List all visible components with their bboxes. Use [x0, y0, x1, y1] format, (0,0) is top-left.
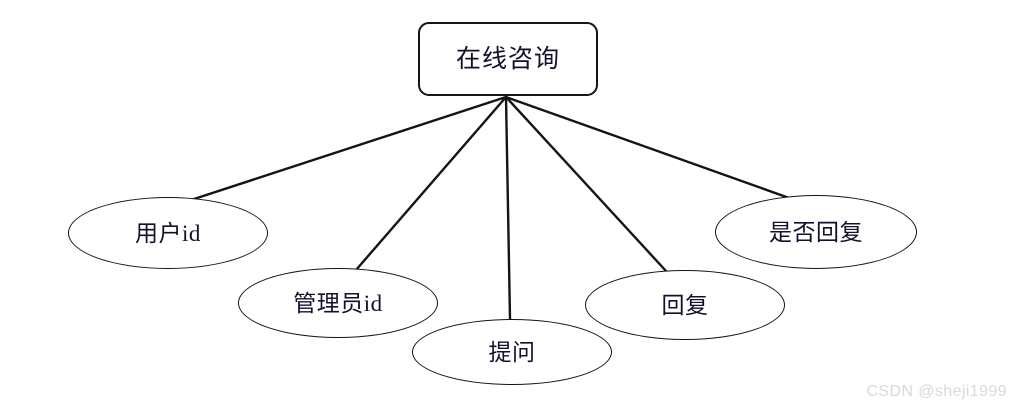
attribute-user-id[interactable]: 用户id: [68, 197, 268, 269]
attribute-is-replied[interactable]: 是否回复: [715, 195, 917, 269]
attribute-admin-id[interactable]: 管理员id: [238, 268, 438, 338]
attribute-label: 回复: [661, 292, 709, 318]
attribute-label: 是否回复: [769, 219, 863, 245]
entity-label: 在线咨询: [455, 45, 560, 73]
attribute-label: 提问: [488, 339, 536, 365]
entity-online-consultation[interactable]: 在线咨询: [418, 22, 598, 96]
attribute-question[interactable]: 提问: [412, 319, 612, 385]
attribute-label: 管理员id: [293, 290, 383, 316]
connector-to-user-id: [189, 95, 508, 202]
connector-to-is-replied: [504, 95, 794, 201]
attribute-reply[interactable]: 回复: [585, 270, 785, 340]
connector-to-question: [504, 95, 512, 321]
csdn-watermark: CSDN @sheji1999: [866, 383, 1007, 400]
connector-to-reply: [504, 95, 668, 273]
attribute-label: 用户id: [135, 220, 201, 246]
connector-to-admin-id: [354, 95, 508, 272]
